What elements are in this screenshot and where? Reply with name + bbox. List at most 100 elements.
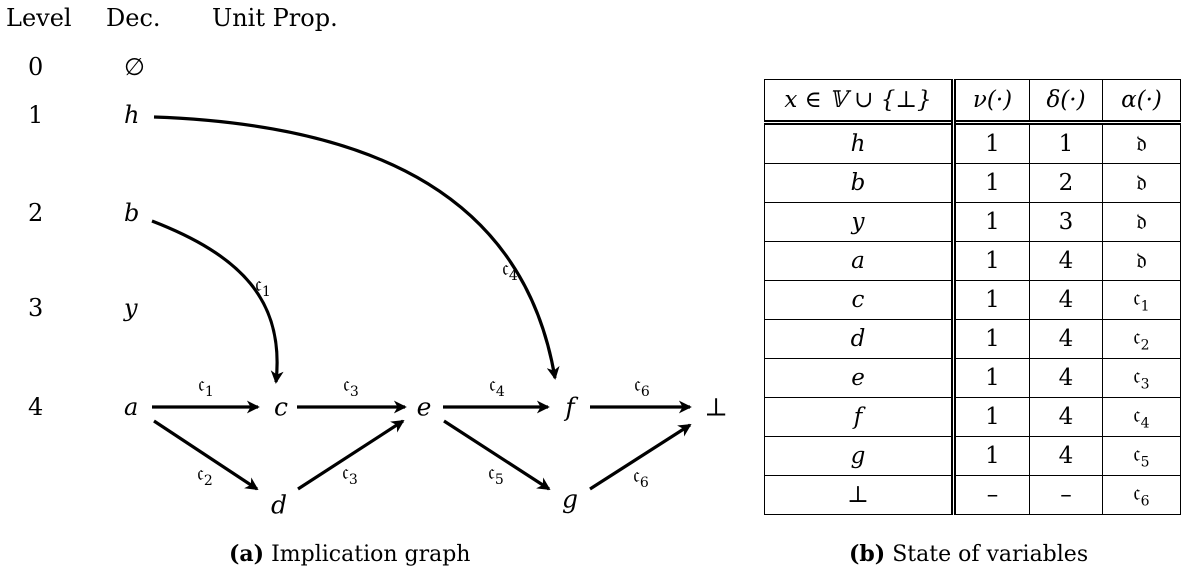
level-1: 1 — [28, 101, 44, 129]
edge-a-d — [153, 419, 259, 491]
cell-nu: 1 — [953, 358, 1030, 398]
edge-label-d-e: 𝔠3 — [342, 459, 358, 489]
cell-alpha: 𝔠5 — [1102, 436, 1181, 476]
cell-alpha: 𝔠4 — [1102, 397, 1181, 437]
col-header-delta: δ(·) — [1029, 79, 1103, 123]
edge-label-e-f: 𝔠4 — [489, 371, 505, 401]
implication-graph — [151, 115, 692, 491]
cell-nu: 1 — [953, 122, 1030, 164]
cell-alpha: 𝔡 — [1102, 163, 1181, 203]
cell-alpha: 𝔡 — [1102, 241, 1181, 281]
alpha-subscript: 2 — [1140, 337, 1150, 354]
edge-label-g-bottom: 𝔠6 — [633, 462, 649, 492]
caption-b: (b) State of variables — [849, 541, 1089, 567]
cell-variable: a — [764, 241, 956, 281]
edge-h-f — [153, 115, 560, 380]
node-g: g — [561, 484, 579, 514]
node-c: c — [273, 392, 289, 422]
node-bottom: ⊥ — [704, 392, 728, 422]
node-f: f — [565, 392, 575, 422]
alpha-symbol: 𝔡 — [1136, 248, 1147, 274]
cell-alpha: 𝔠3 — [1102, 358, 1181, 398]
alpha-subscript: 5 — [1140, 454, 1150, 471]
alpha-symbol: 𝔠 — [1133, 402, 1141, 429]
cell-alpha: 𝔠6 — [1102, 475, 1181, 515]
cell-variable: f — [764, 397, 956, 437]
alpha-symbol: 𝔡 — [1136, 209, 1147, 235]
edge-b-c — [151, 219, 284, 384]
cell-delta: 4 — [1029, 319, 1103, 359]
cell-delta: 4 — [1029, 397, 1103, 437]
level-header: Level — [6, 4, 72, 32]
alpha-symbol: 𝔠 — [1133, 285, 1141, 312]
alpha-symbol: 𝔡 — [1136, 170, 1147, 196]
table-row: ⊥––𝔠6 — [764, 475, 1181, 515]
table-header-row: x ∈ 𝕍 ∪ {⊥} ν(·) δ(·) α(·) — [764, 79, 1181, 123]
cell-variable: e — [764, 358, 956, 398]
level-0: 0 — [28, 53, 44, 81]
node-d: d — [270, 490, 288, 520]
cell-delta: 1 — [1029, 122, 1103, 164]
edge-label-c-e: 𝔠3 — [343, 371, 359, 401]
decision-1: h — [124, 101, 140, 129]
edge-label-h-f: 𝔠4 — [502, 255, 518, 285]
decision-2: b — [124, 199, 140, 227]
cell-nu: 1 — [953, 397, 1030, 437]
col-header-alpha: α(·) — [1102, 79, 1181, 123]
edge-d-e — [297, 419, 405, 491]
edge-label-a-d: 𝔠2 — [197, 460, 213, 490]
cell-variable: g — [764, 436, 956, 476]
decision-header: Dec. — [106, 4, 161, 32]
cell-nu: 1 — [953, 319, 1030, 359]
cell-variable: b — [764, 163, 956, 203]
cell-nu: – — [953, 475, 1030, 515]
cell-variable: c — [764, 280, 956, 320]
cell-nu: 1 — [953, 163, 1030, 203]
alpha-symbol: 𝔡 — [1136, 131, 1147, 157]
edge-label-f-bottom: 𝔠6 — [634, 371, 650, 401]
cell-delta: 3 — [1029, 202, 1103, 242]
alpha-symbol: 𝔠 — [1133, 441, 1141, 468]
alpha-symbol: 𝔠 — [1133, 324, 1141, 351]
edge-label-a-c: 𝔠1 — [198, 371, 214, 401]
level-3: 3 — [28, 294, 44, 322]
cell-delta: 4 — [1029, 436, 1103, 476]
cell-nu: 1 — [953, 436, 1030, 476]
alpha-subscript: 6 — [1140, 493, 1150, 510]
alpha-subscript: 4 — [1140, 415, 1150, 432]
edge-label-b-c: 𝔠1 — [255, 271, 271, 301]
cell-variable: ⊥ — [764, 475, 956, 515]
decision-3: y — [124, 294, 138, 322]
alpha-symbol: 𝔠 — [1133, 480, 1141, 507]
decision-0: ∅ — [124, 53, 145, 81]
cell-nu: 1 — [953, 280, 1030, 320]
level-4: 4 — [28, 393, 44, 421]
node-e: e — [416, 392, 432, 422]
cell-nu: 1 — [953, 202, 1030, 242]
cell-alpha: 𝔠2 — [1102, 319, 1181, 359]
unit-prop-header: Unit Prop. — [212, 4, 338, 32]
edge-e-g — [443, 419, 551, 491]
cell-delta: – — [1029, 475, 1103, 515]
cell-variable: d — [764, 319, 956, 359]
alpha-symbol: 𝔠 — [1133, 363, 1141, 390]
col-header-nu: ν(·) — [953, 79, 1030, 123]
cell-delta: 4 — [1029, 241, 1103, 281]
cell-alpha: 𝔡 — [1102, 122, 1181, 164]
cell-alpha: 𝔠1 — [1102, 280, 1181, 320]
caption-a: (a) Implication graph — [229, 541, 471, 567]
col-header-variable: x ∈ 𝕍 ∪ {⊥} — [764, 79, 956, 123]
cell-delta: 4 — [1029, 358, 1103, 398]
cell-variable: h — [764, 122, 956, 164]
edge-g-bottom — [589, 423, 692, 491]
